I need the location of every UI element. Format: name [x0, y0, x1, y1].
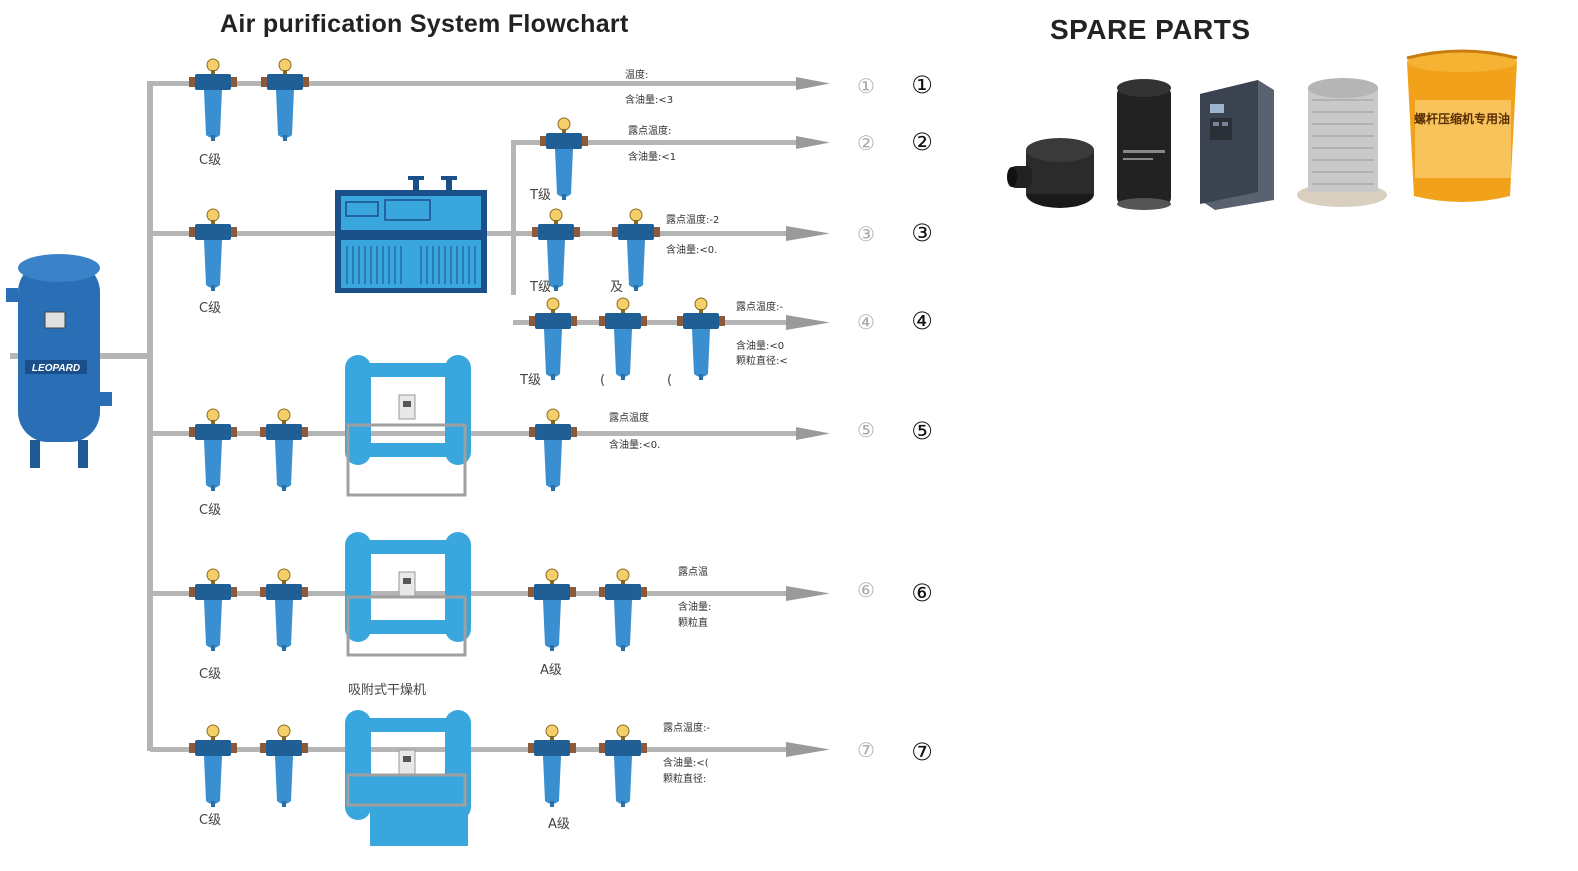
- line-number-outline: ③: [857, 222, 875, 246]
- line-number: ④: [911, 307, 933, 335]
- line-number: ⑤: [911, 417, 933, 445]
- lubricant-bucket-icon: 螺杆压缩机专用油: [1406, 49, 1518, 202]
- filter-c-1b: [260, 58, 310, 142]
- bucket-label: 螺杆压缩机专用油: [1414, 111, 1510, 126]
- filter-t-4: [528, 297, 578, 381]
- spec-text: 含油量:<(: [663, 756, 709, 769]
- line-number-outline: ①: [857, 74, 875, 98]
- line-number: ⑥: [911, 579, 933, 607]
- filter-c-6b: [259, 568, 309, 652]
- tank-brand: LEOPARD: [32, 363, 80, 374]
- grade-label: C级: [199, 503, 221, 518]
- air-intake-filter-icon: [1007, 138, 1094, 208]
- spec-text: 温度:: [625, 68, 648, 81]
- line-number-outline: ②: [857, 131, 875, 155]
- adsorption-dryer-7: [344, 709, 472, 846]
- oil-filter-icon: [1117, 79, 1171, 210]
- spec-text: 露点温度: [609, 411, 649, 424]
- dryer-label: 吸附式干燥机: [348, 683, 426, 698]
- grade-label: 及: [610, 280, 623, 295]
- filter-a-7a: [527, 724, 577, 808]
- spec-text: 颗粒直径:: [663, 772, 706, 785]
- frequency-inverter-icon: [1200, 80, 1274, 210]
- spec-text: 颗粒直: [678, 616, 708, 629]
- spec-text: 露点温度:: [628, 124, 671, 137]
- filter-c-5b: [259, 408, 309, 492]
- filter-c-7b: [259, 724, 309, 808]
- spec-text: 含油量:<0: [736, 339, 784, 352]
- grade-label: C级: [199, 153, 221, 168]
- spec-text: 含油量:: [678, 600, 711, 613]
- grade-label: T级: [529, 188, 551, 203]
- line-number-outline: ④: [857, 310, 875, 334]
- spec-text: 含油量:<0.: [666, 243, 717, 256]
- line-number-outline: ⑦: [857, 738, 875, 762]
- spec-text: 含油量:<0.: [609, 438, 660, 451]
- grade-label: T级: [519, 373, 541, 388]
- grade-label: C级: [199, 813, 221, 828]
- grade-label: A级: [540, 663, 562, 678]
- filter-a-6b: [598, 568, 648, 652]
- line-number: ②: [911, 128, 933, 156]
- filter-c-3: [188, 208, 238, 292]
- line-number: ③: [911, 219, 933, 247]
- adsorption-dryer-6: [344, 531, 472, 657]
- page-title: Air purification System Flowchart: [220, 10, 629, 38]
- spare-parts-gallery: 螺杆压缩机专用油: [1007, 49, 1518, 210]
- oil-separator-icon: [1297, 78, 1387, 207]
- spec-text: 颗粒直径:<: [736, 354, 788, 367]
- line-number-outline: ⑥: [857, 578, 875, 602]
- filter-t-5: [528, 408, 578, 492]
- spare-parts-title: SPARE PARTS: [1050, 14, 1251, 45]
- spec-text: 含油量:<3: [625, 93, 673, 106]
- grade-label: A级: [548, 817, 570, 832]
- spec-text: 露点温度:-2: [666, 213, 719, 226]
- filter-a-7b: [598, 724, 648, 808]
- filter-c-5a: [188, 408, 238, 492]
- grade-label: (: [667, 373, 672, 388]
- filter-c-6a: [188, 568, 238, 652]
- line-number-outline: ⑤: [857, 418, 875, 442]
- spec-text: 露点温度:-: [736, 300, 783, 313]
- filter-t-3: [531, 208, 581, 292]
- refrigerated-dryer: [335, 176, 487, 293]
- air-receiver-tank: LEOPARD: [6, 254, 112, 468]
- filter-a-4: [598, 297, 648, 381]
- filter-a-3: [611, 208, 661, 292]
- grade-label: T级: [529, 280, 551, 295]
- spec-text: 露点温: [678, 566, 708, 578]
- line-number: ①: [911, 71, 933, 99]
- spec-text: 含油量:<1: [628, 150, 676, 163]
- filter-c-7a: [188, 724, 238, 808]
- line-number: ⑦: [911, 738, 933, 766]
- spec-text: 露点温度:-: [663, 721, 710, 734]
- grade-label: C级: [199, 667, 221, 682]
- filter-a-6a: [527, 568, 577, 652]
- grade-label: C级: [199, 301, 221, 316]
- filter-c-1a: [188, 58, 238, 142]
- filter-h-4: [676, 297, 726, 381]
- adsorption-dryer-5: [344, 354, 472, 497]
- grade-label: (: [600, 373, 605, 388]
